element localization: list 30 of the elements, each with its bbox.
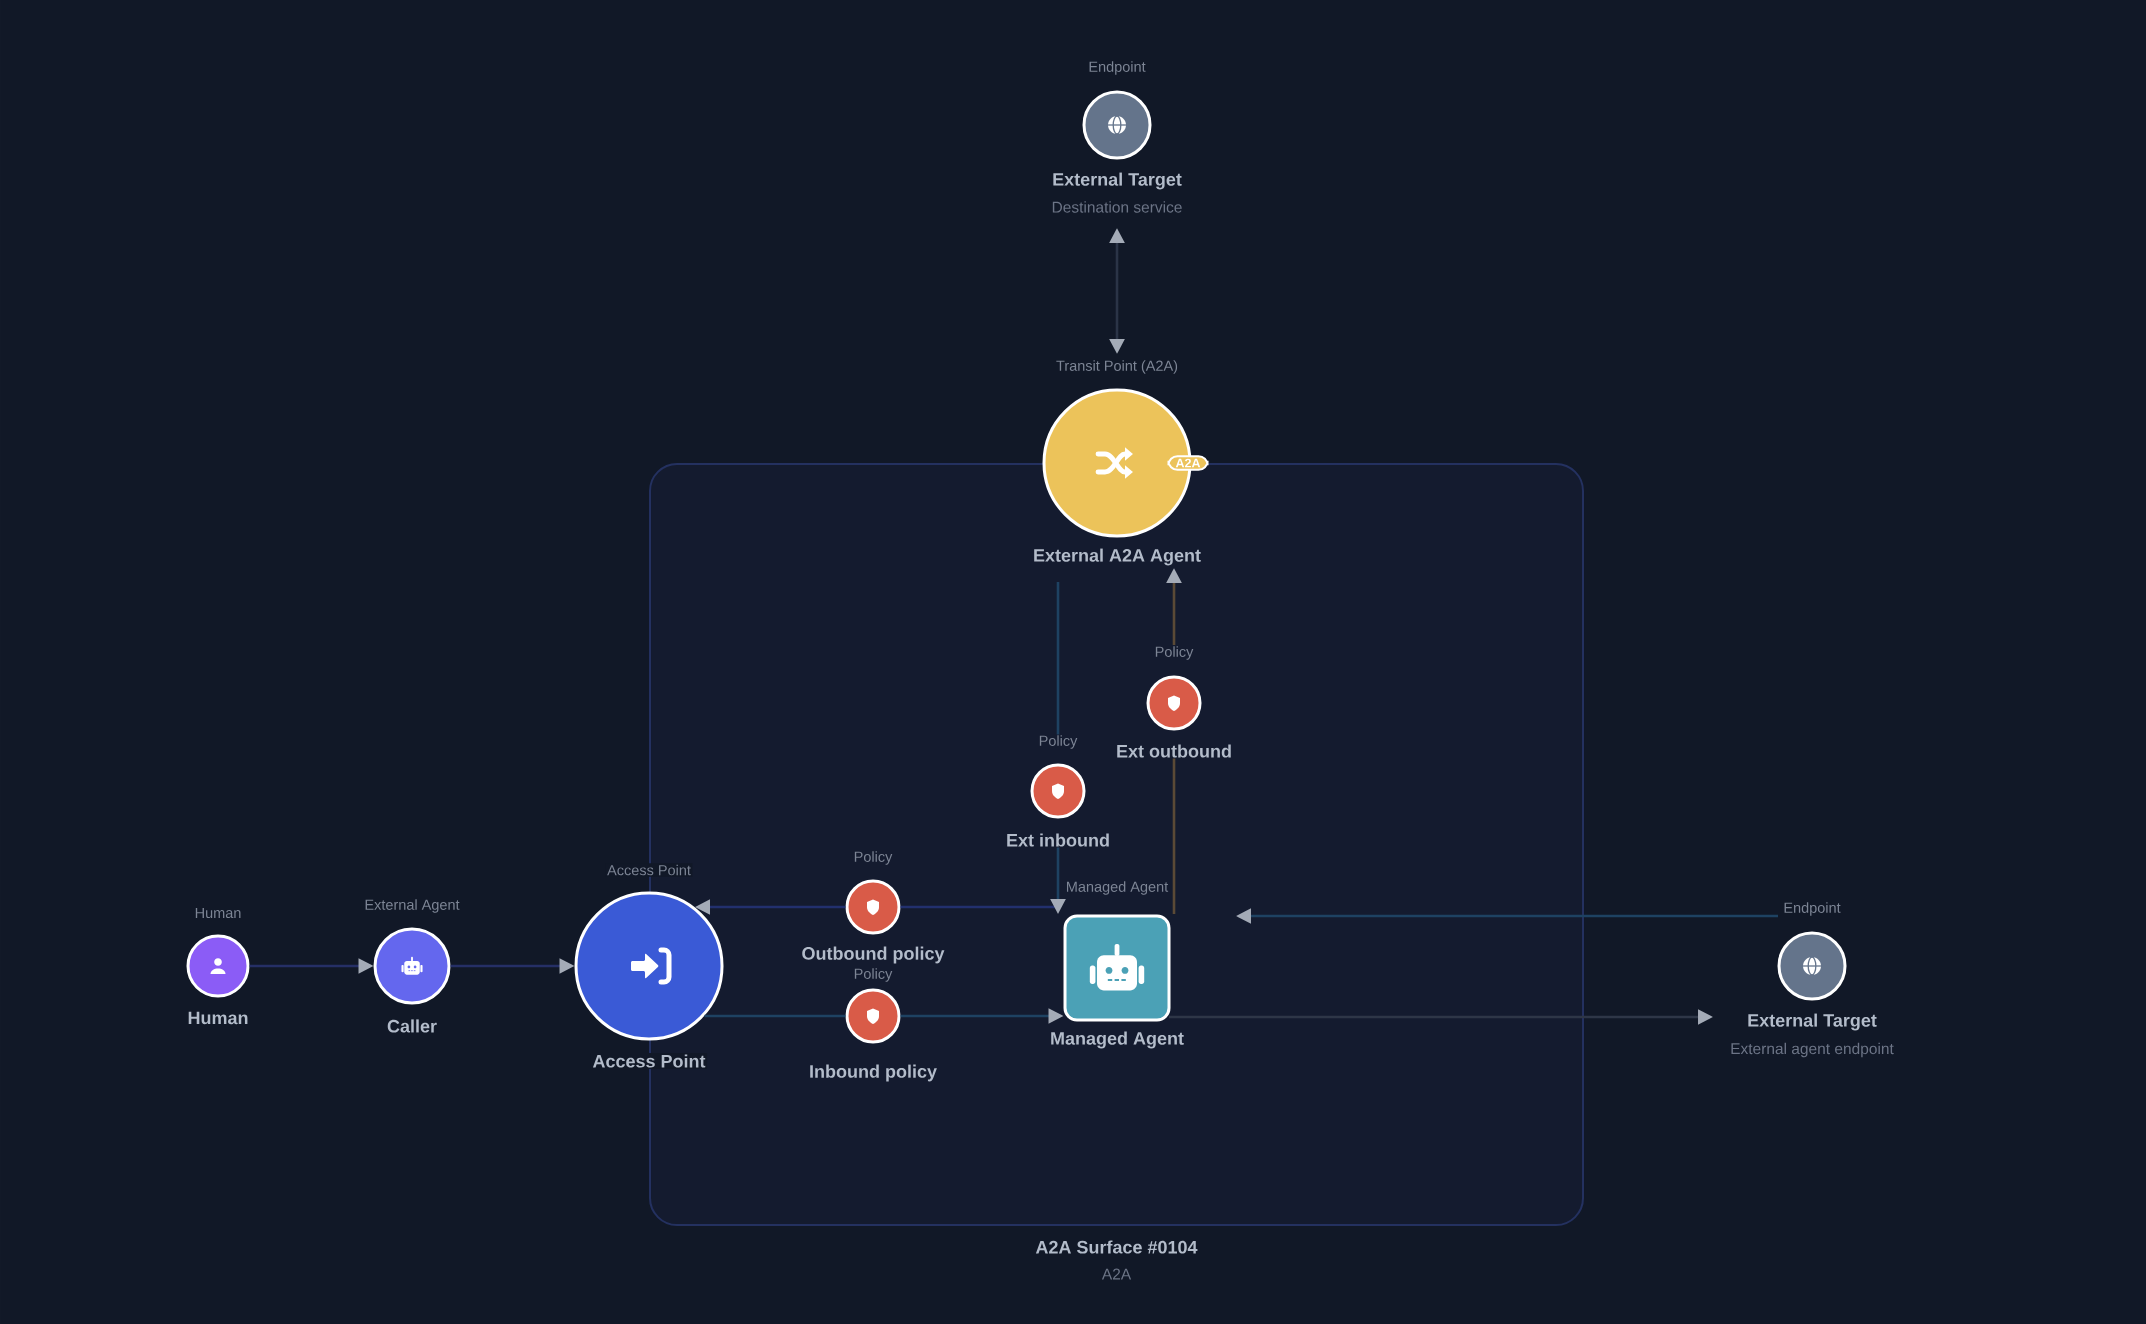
type-label: Transit Point (A2A) — [1056, 360, 1178, 374]
type-label: Policy — [854, 968, 893, 982]
type-label: Access Point — [605, 863, 693, 877]
node-label: External Target — [1748, 1013, 1877, 1031]
node-label: Human — [188, 1011, 248, 1025]
node-label: Ext inbound — [1007, 833, 1109, 847]
type-label: Policy — [1155, 646, 1194, 660]
node-label: External Target — [1053, 172, 1182, 190]
node-subtitle: Destination service — [1052, 201, 1182, 213]
node-label: Ext outbound — [1117, 744, 1231, 758]
connector-line — [704, 1014, 846, 1018]
type-label: Human — [195, 907, 241, 919]
group-subtitle: A2A — [1101, 1268, 1132, 1280]
type-label: Managed Agent — [1067, 881, 1169, 895]
badge: A2A — [1167, 455, 1209, 471]
node-label: External A2A Agent — [1034, 548, 1201, 566]
connector-line — [1056, 582, 1060, 735]
type-label: External Agent — [365, 899, 460, 913]
connector-line — [900, 905, 1058, 909]
type-label: Endpoint — [1089, 61, 1146, 75]
node-label: Outbound policy — [802, 946, 945, 964]
type-label: Policy — [854, 851, 893, 865]
group-title: A2A Surface #0104 — [1035, 1240, 1198, 1254]
type-label: Endpoint — [1784, 902, 1841, 916]
node-label: Managed Agent — [1051, 1031, 1184, 1049]
type-label: Policy — [1039, 735, 1078, 749]
node-label: Inbound policy — [810, 1064, 937, 1082]
node-subtitle: External agent endpoint — [1731, 1042, 1894, 1058]
node-label: Caller — [387, 1019, 437, 1033]
connector-line — [1172, 758, 1176, 914]
